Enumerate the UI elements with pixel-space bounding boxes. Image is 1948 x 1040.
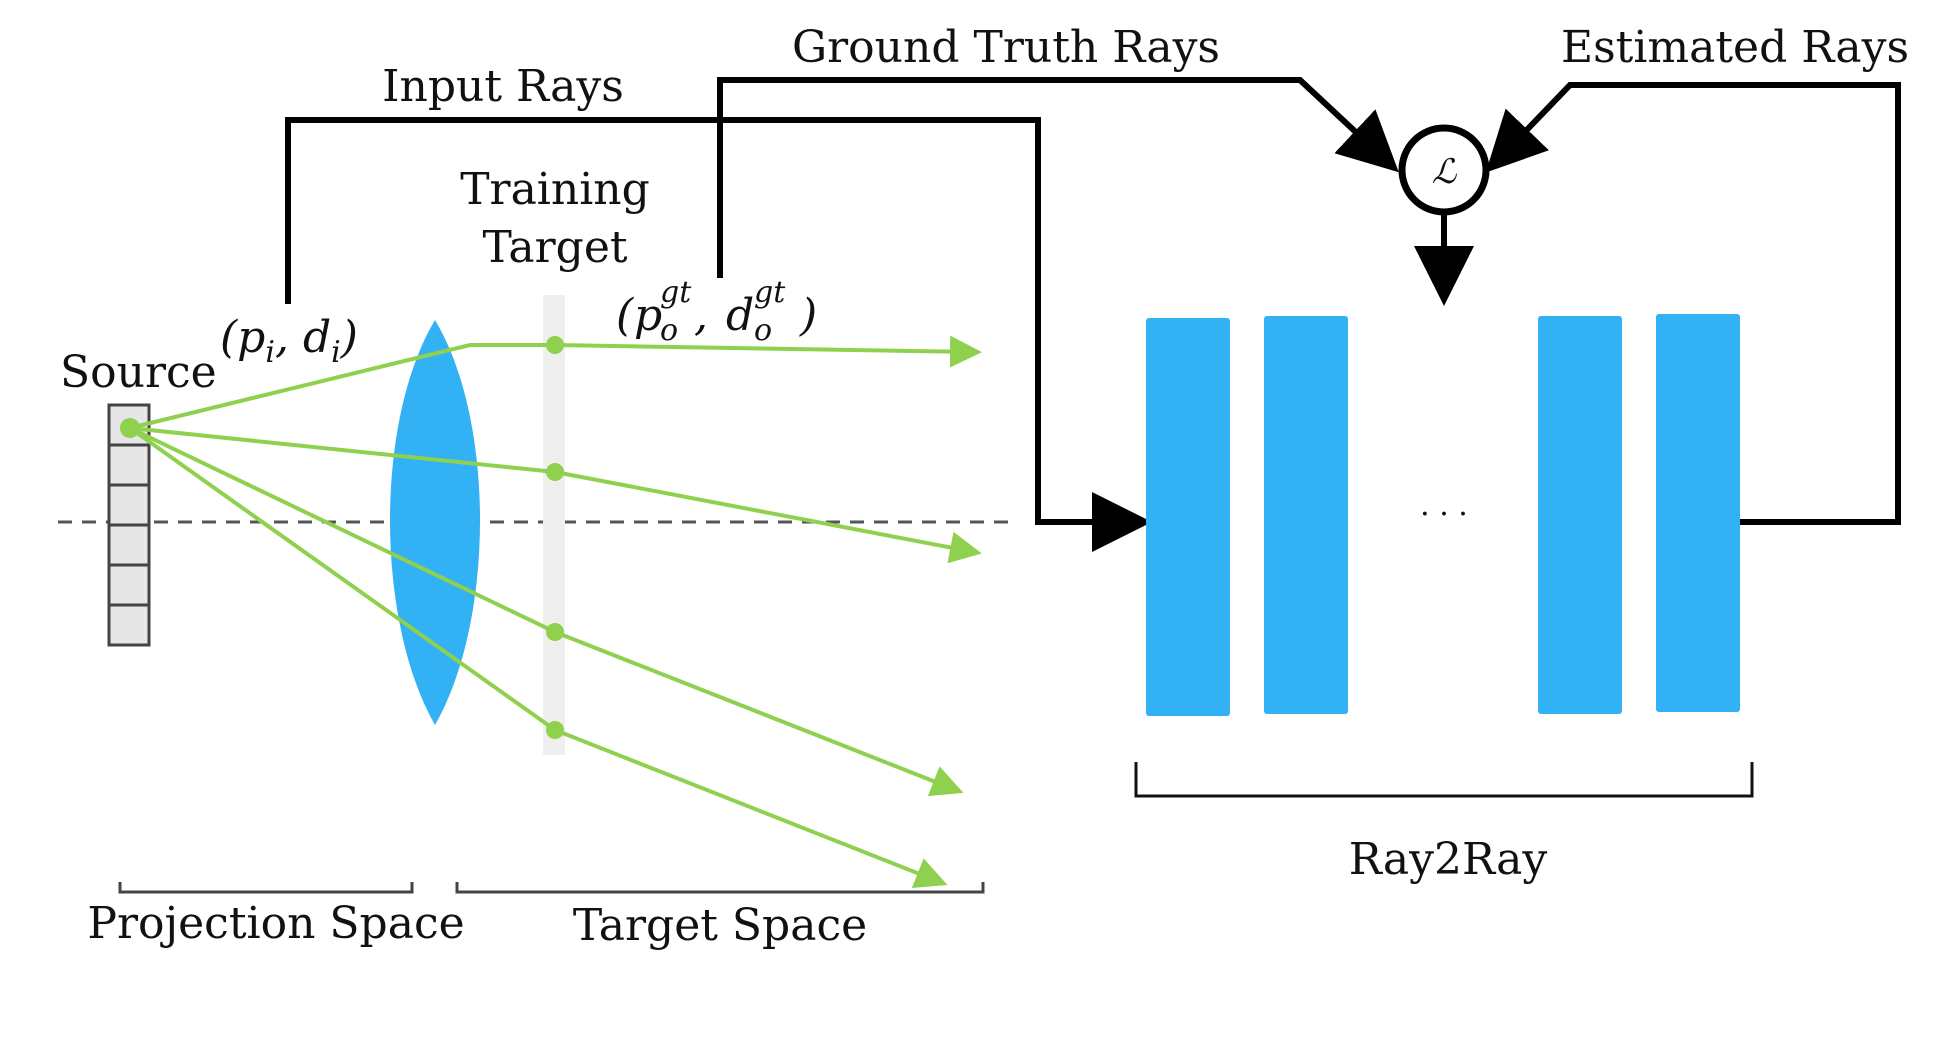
projection-space-label: Projection Space	[87, 898, 464, 949]
svg-text:o: o	[660, 313, 678, 348]
target-point-3	[546, 623, 564, 641]
training-target-label-line1: Training	[460, 164, 650, 215]
target-space-bracket	[455, 882, 985, 894]
svg-text:d: d	[726, 290, 754, 341]
svg-text:gt: gt	[754, 275, 786, 310]
target-point-2	[546, 463, 564, 481]
svg-text:gt: gt	[660, 275, 692, 310]
lens	[390, 320, 480, 725]
network-layer-2	[1264, 316, 1348, 714]
svg-text:,: ,	[694, 290, 708, 341]
estimated-rays-label: Estimated Rays	[1561, 22, 1909, 73]
projection-space-bracket	[118, 882, 414, 894]
network-name-label: Ray2Ray	[1349, 834, 1548, 885]
network-layer-4	[1656, 314, 1740, 712]
source-pixel-array	[107, 403, 151, 647]
ray-1	[129, 335, 982, 430]
network-layer-1	[1146, 318, 1230, 716]
training-target-plane	[543, 295, 565, 755]
training-target-label-line2: Target	[482, 222, 627, 273]
svg-text:p: p	[634, 290, 662, 341]
ground-truth-rays-label: Ground Truth Rays	[792, 22, 1220, 73]
source-point	[120, 418, 140, 438]
ground-truth-connector	[717, 77, 1399, 278]
target-point-1	[546, 336, 564, 354]
layers-ellipsis: · · ·	[1420, 497, 1468, 532]
estimated-rays-connector	[1485, 82, 1901, 525]
input-ray-math: (pi, di)	[220, 312, 358, 370]
input-rays-label: Input Rays	[382, 61, 624, 112]
ray-4	[128, 426, 948, 889]
ray-sample-points	[120, 336, 564, 739]
loss-node	[1398, 124, 1490, 216]
loss-symbol: ℒ	[1432, 152, 1458, 192]
network-bracket	[1134, 762, 1754, 798]
target-point-4	[546, 721, 564, 739]
svg-text:): )	[799, 290, 817, 341]
svg-text:o: o	[754, 313, 772, 348]
source-label: Source	[60, 347, 217, 398]
target-space-label: Target Space	[573, 900, 867, 951]
input-rays-connector	[285, 117, 1152, 552]
target-ray-math: ( p gt o , d gt o )	[616, 275, 817, 348]
ray2ray-network	[1146, 314, 1740, 716]
network-layer-3	[1538, 316, 1622, 714]
svg-text:(: (	[616, 290, 634, 341]
svg-text:(pi, di): (pi, di)	[220, 312, 358, 370]
